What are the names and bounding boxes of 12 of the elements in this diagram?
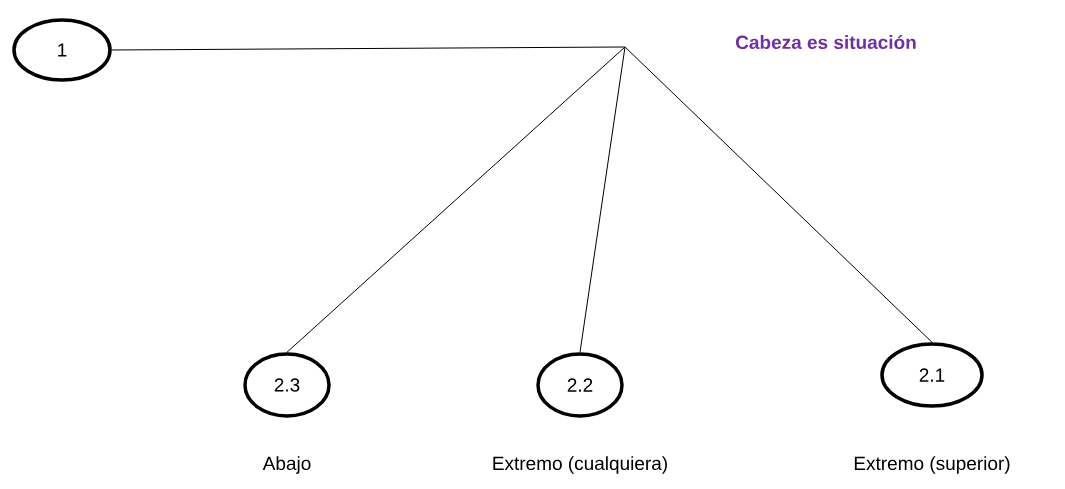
circle-node: 2.3 bbox=[243, 352, 331, 418]
connector-line bbox=[579, 46, 626, 353]
circle-node: 1 bbox=[12, 18, 112, 82]
heading-label: Cabeza es situación bbox=[736, 34, 916, 50]
connector-line bbox=[111, 46, 626, 51]
circle-node: 2.2 bbox=[536, 352, 624, 418]
node-caption: Extremo (cualquiera) bbox=[493, 456, 667, 474]
circle-node: 2.1 bbox=[880, 342, 984, 408]
node-caption: Extremo (superior) bbox=[854, 456, 1010, 474]
connector-line bbox=[624, 46, 933, 343]
connector-line bbox=[286, 46, 626, 353]
node-caption: Abajo bbox=[262, 456, 311, 474]
